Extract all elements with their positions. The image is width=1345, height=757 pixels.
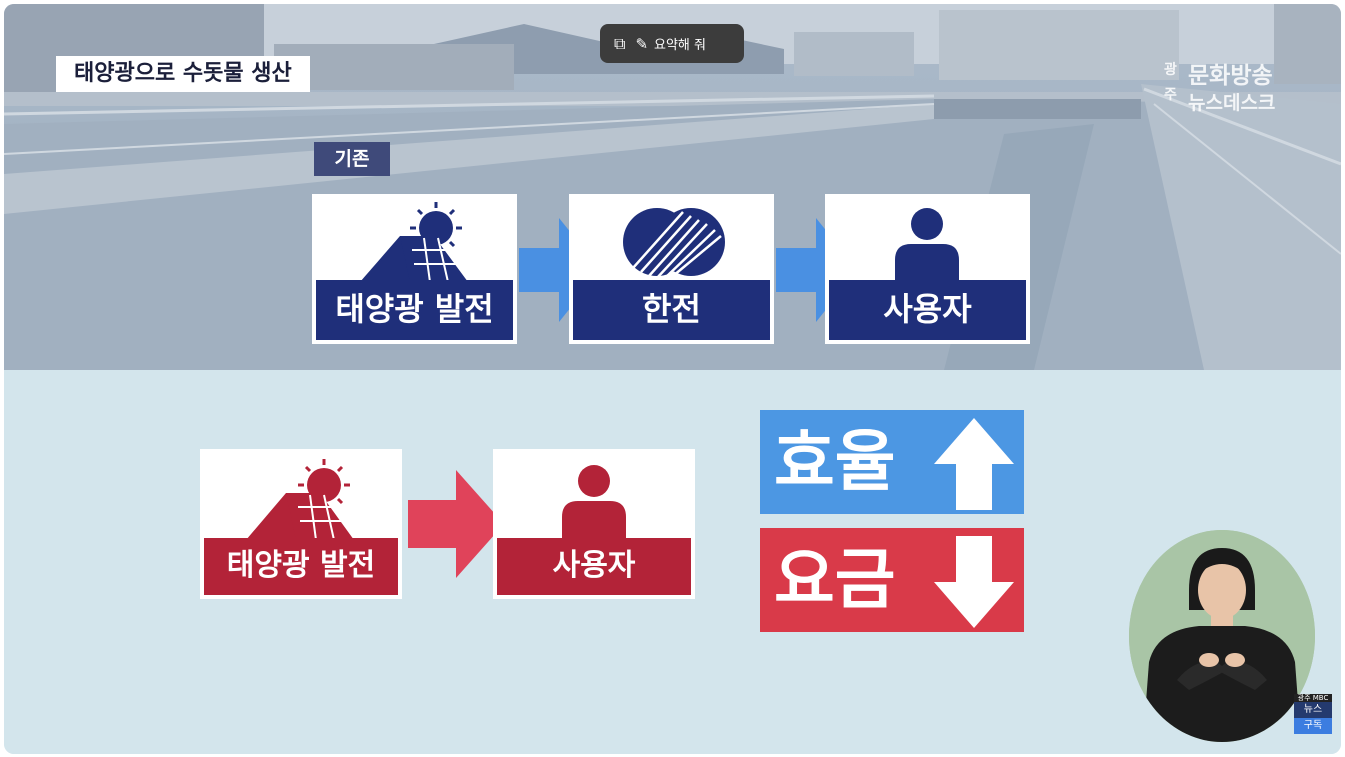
existing-step-solar: 태양광 발전 <box>312 194 517 344</box>
down-arrow-icon <box>934 536 1014 628</box>
existing-step-solar-label: 태양광 발전 <box>316 280 513 340</box>
document-edit-icon: ✎ <box>635 34 649 53</box>
minimize-icon[interactable]: ⧉ <box>614 33 626 53</box>
badge-news: 뉴스 <box>1294 702 1332 718</box>
efficiency-panel: 효율 <box>760 410 1024 514</box>
video-frame[interactable]: 태양광으로 수돗물 생산 ⧉ ✎ 요약해 줘 광주 문화방송 뉴스데스크 기존 <box>4 4 1341 754</box>
existing-step-kepco-label: 한전 <box>573 280 770 340</box>
flow-arrow-icon <box>519 218 601 322</box>
existing-step-user: 사용자 <box>825 194 1030 344</box>
up-arrow-icon <box>934 418 1014 510</box>
new-step-user: 사용자 <box>493 449 695 599</box>
new-step-solar-label: 태양광 발전 <box>204 538 398 595</box>
new-step-solar: 태양광 발전 <box>200 449 402 599</box>
existing-step-kepco: 한전 <box>569 194 774 344</box>
kepco-logo-icon <box>623 208 725 279</box>
badge-region: 광주 MBC <box>1294 694 1332 702</box>
person-icon <box>895 208 959 282</box>
existing-tag: 기존 <box>314 142 390 176</box>
fee-panel: 요금 <box>760 528 1024 632</box>
subscribe-badge[interactable]: 광주 MBC 뉴스 구독 <box>1294 694 1332 734</box>
flow-arrow-icon <box>408 470 504 578</box>
flow-arrow-icon <box>776 218 858 322</box>
person-icon <box>562 465 626 540</box>
broadcaster-region: 광주 <box>1164 62 1177 103</box>
program-name: 뉴스데스크 <box>1188 92 1276 114</box>
broadcaster-name: 문화방송 <box>1188 63 1273 89</box>
existing-step-user-label: 사용자 <box>829 280 1026 340</box>
solar-house-icon <box>246 459 354 540</box>
solar-house-icon <box>360 202 468 282</box>
new-step-user-label: 사용자 <box>497 538 691 595</box>
fee-label: 요금 <box>774 541 896 618</box>
news-caption: 태양광으로 수돗물 생산 <box>56 56 310 92</box>
summary-button[interactable]: ✎ 요약해 줘 <box>635 34 706 54</box>
sign-language-interpreter <box>1129 530 1315 742</box>
badge-subscribe[interactable]: 구독 <box>1294 718 1332 734</box>
efficiency-label: 효율 <box>774 423 896 500</box>
summary-toolbar: ⧉ ✎ 요약해 줘 <box>600 24 744 63</box>
summary-button-label: 요약해 줘 <box>654 38 706 53</box>
